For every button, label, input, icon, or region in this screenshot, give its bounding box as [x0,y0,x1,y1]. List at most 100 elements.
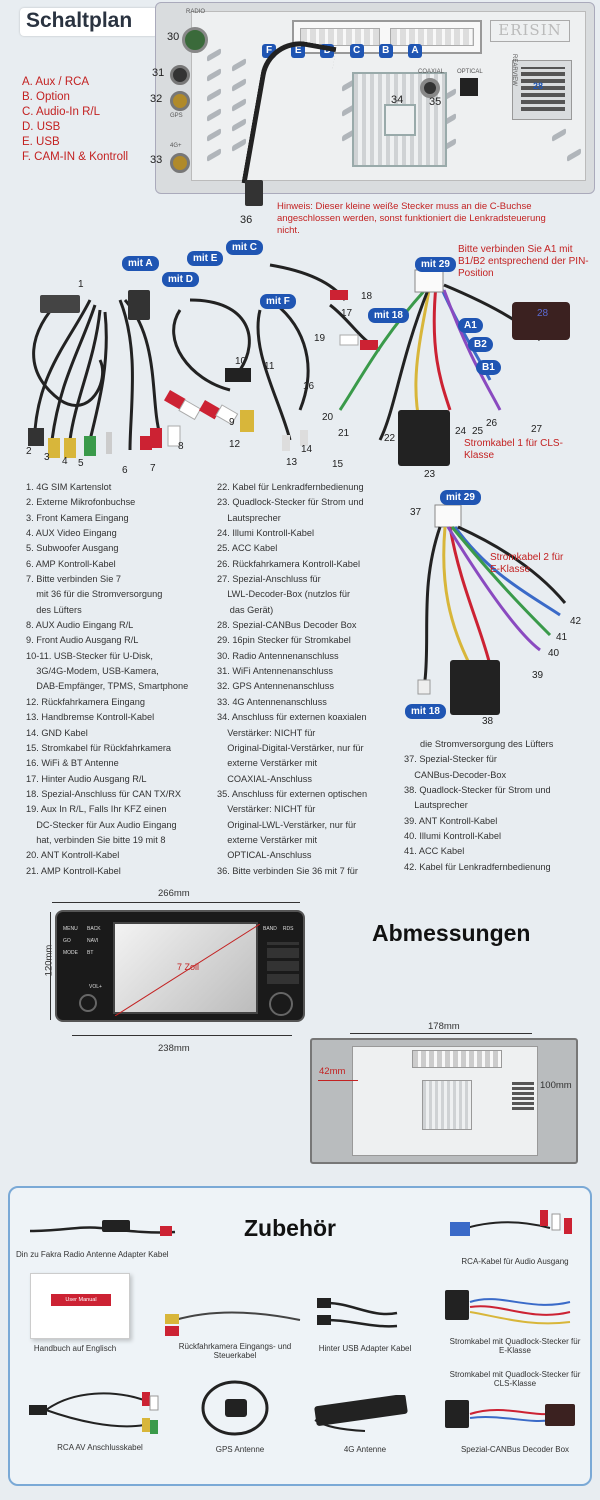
accessories-heading: Zubehör [244,1215,336,1241]
cable-number: 6 [122,465,128,476]
dim-width-bottom: 238mm [158,1043,190,1054]
list-item: 38. Quadlock-Stecker für Strom und [404,785,551,796]
cable-number: 13 [286,457,298,468]
go-button[interactable]: GO [63,938,71,944]
cable-number: 38 [482,716,494,727]
4g-antenna-image [314,1395,408,1432]
number-keys[interactable] [267,942,299,984]
list-item: 16. WiFi & BT Antenne [26,758,119,769]
cable-number: 39 [532,670,544,681]
cable-number: 22 [384,433,396,444]
band-button[interactable]: BAND [263,926,277,932]
head-unit-back: ERISIN COAXIAL OPTICAL 28 REARVIEW RADIO… [155,2,595,194]
dimensions-heading: Abmessungen [372,920,531,946]
cable-number: 26 [486,418,498,429]
acc-label: Hinter USB Adapter Kabel [318,1344,412,1353]
acc-label: Stromkabel mit Quadlock-Stecker für E-Kl… [449,1337,581,1355]
list-item: 21. AMP Kontroll-Kabel [26,865,121,876]
list-item: 12. Rückfahrkamera Eingang [26,696,145,707]
list-item: DC-Stecker für Aux Audio Eingang [26,819,177,830]
coaxial-port [420,78,440,98]
wifi-antenna-port [170,65,190,85]
tag-mit-18-e: mit 18 [405,704,446,719]
cable-number: 14 [301,444,313,455]
navi-button[interactable]: NAVI [87,938,99,944]
dim-line-bottom [72,1035,292,1036]
port-number: 32 [150,93,163,105]
dim-depth: 178mm [428,1021,460,1032]
cable-number: 20 [322,412,334,423]
port-number: 33 [150,154,163,166]
cable-number: 27 [531,424,543,435]
port-number: 30 [167,31,180,43]
connector-letters: F E D C B A [262,44,422,58]
tag-mit-f: mit F [260,294,296,309]
connector-letter: F [262,44,276,58]
list-item: 32. GPS Antennenanschluss [217,681,334,692]
rds-button[interactable]: RDS [282,926,294,932]
list-item: 36. Bitte verbinden Sie 36 mit 7 für [217,865,358,876]
list-item: 37. Spezial-Stecker für [404,754,497,765]
pin-tag-a1: A1 [458,318,483,333]
legend-item: F. CAM-IN & Kontroll [22,151,129,163]
head-unit-back-small [310,1038,578,1164]
list-item: OPTICAL-Anschluss [217,850,312,861]
dim-line-left [50,912,51,1020]
cable-number: 8 [178,441,184,452]
connector-letter: B [378,44,393,58]
list-item: 14. GND Kabel [26,727,88,738]
list-item: 28. Spezial-CANBus Decoder Box [217,620,357,631]
hint-note: Hinweis: Dieser kleine weiße Stecker mus… [277,201,546,236]
acc-label: RCA-Kabel für Audio Ausgang [461,1257,569,1266]
bt-button[interactable]: BT [87,950,94,956]
acc-label: Stromkabel mit Quadlock-Stecker für CLS-… [449,1370,581,1388]
cable-number: 37 [410,507,422,518]
list-item: 19. Aux In R/L, Falls Ihr KFZ einen [26,804,167,815]
wiring-illustration [28,263,570,466]
cable-number: 7 [150,463,156,474]
list-item: 31. WiFi Antennenanschluss [217,666,333,677]
cable-number: 18 [361,291,373,302]
list-item: 39. ANT Kontroll-Kabel [404,815,498,826]
screen: 7 Zoll [113,922,260,1016]
radio-antenna-port [182,27,208,53]
list-item: 15. Stromkabel für Rückfahrkamera [26,742,172,753]
legend-item: A. Aux / RCA [22,76,90,88]
connector-letter: D [320,44,335,58]
gps-antenna-image [201,1380,269,1436]
tag-mit-29-e: mit 29 [440,490,481,505]
rca-audio-cable-image [450,1210,572,1236]
list-item: 4. AUX Video Eingang [26,528,117,539]
dim-width-top: 266mm [158,888,190,899]
plug-code: 28 [533,81,544,91]
port-number: 34 [391,94,404,106]
parts-list-column-1: 1. 4G SIM Kartenslot 2. Externe Mikrofon… [26,480,188,879]
list-item: 25. ACC Kabel [217,543,278,554]
mode-button[interactable]: MODE [63,950,78,956]
list-item: 41. ACC Kabel [404,846,465,857]
list-item: 5. Subwoofer Ausgang [26,543,119,554]
cable-number: 16 [303,381,315,392]
cable-number: 1 [78,279,84,290]
tag-mit-18: mit 18 [368,308,409,323]
dim-line-inset [318,1080,358,1081]
tune-knob[interactable] [269,992,293,1016]
menu-button[interactable]: MENU [63,926,78,932]
parts-list-column-3: die Stromversorgung des Lüfters 37. Spez… [404,737,553,875]
manual-title: User Manual [51,1294,111,1306]
tag-mit-29: mit 29 [415,257,456,272]
cable-number: 2 [26,446,32,457]
legend-item: D. USB [22,121,61,133]
cable-number: 9 [229,417,235,428]
volume-knob[interactable] [79,994,97,1012]
pin-tag-b1: B1 [476,360,501,375]
list-item: 2. Externe Mikrofonbuchse [26,497,136,508]
list-item: 18. Spezial-Anschluss für CAN TX/RX [26,788,182,799]
tag-mit-e: mit E [187,251,224,266]
list-item: 33. 4G Antennenanschluss [217,696,327,707]
acc-label: GPS Antenne [215,1445,265,1454]
back-button[interactable]: BACK [87,926,101,932]
legend-item: C. Audio-In R/L [22,106,100,118]
connector-letter: E [291,44,306,58]
list-item: CANBus-Decoder-Box [404,769,507,780]
